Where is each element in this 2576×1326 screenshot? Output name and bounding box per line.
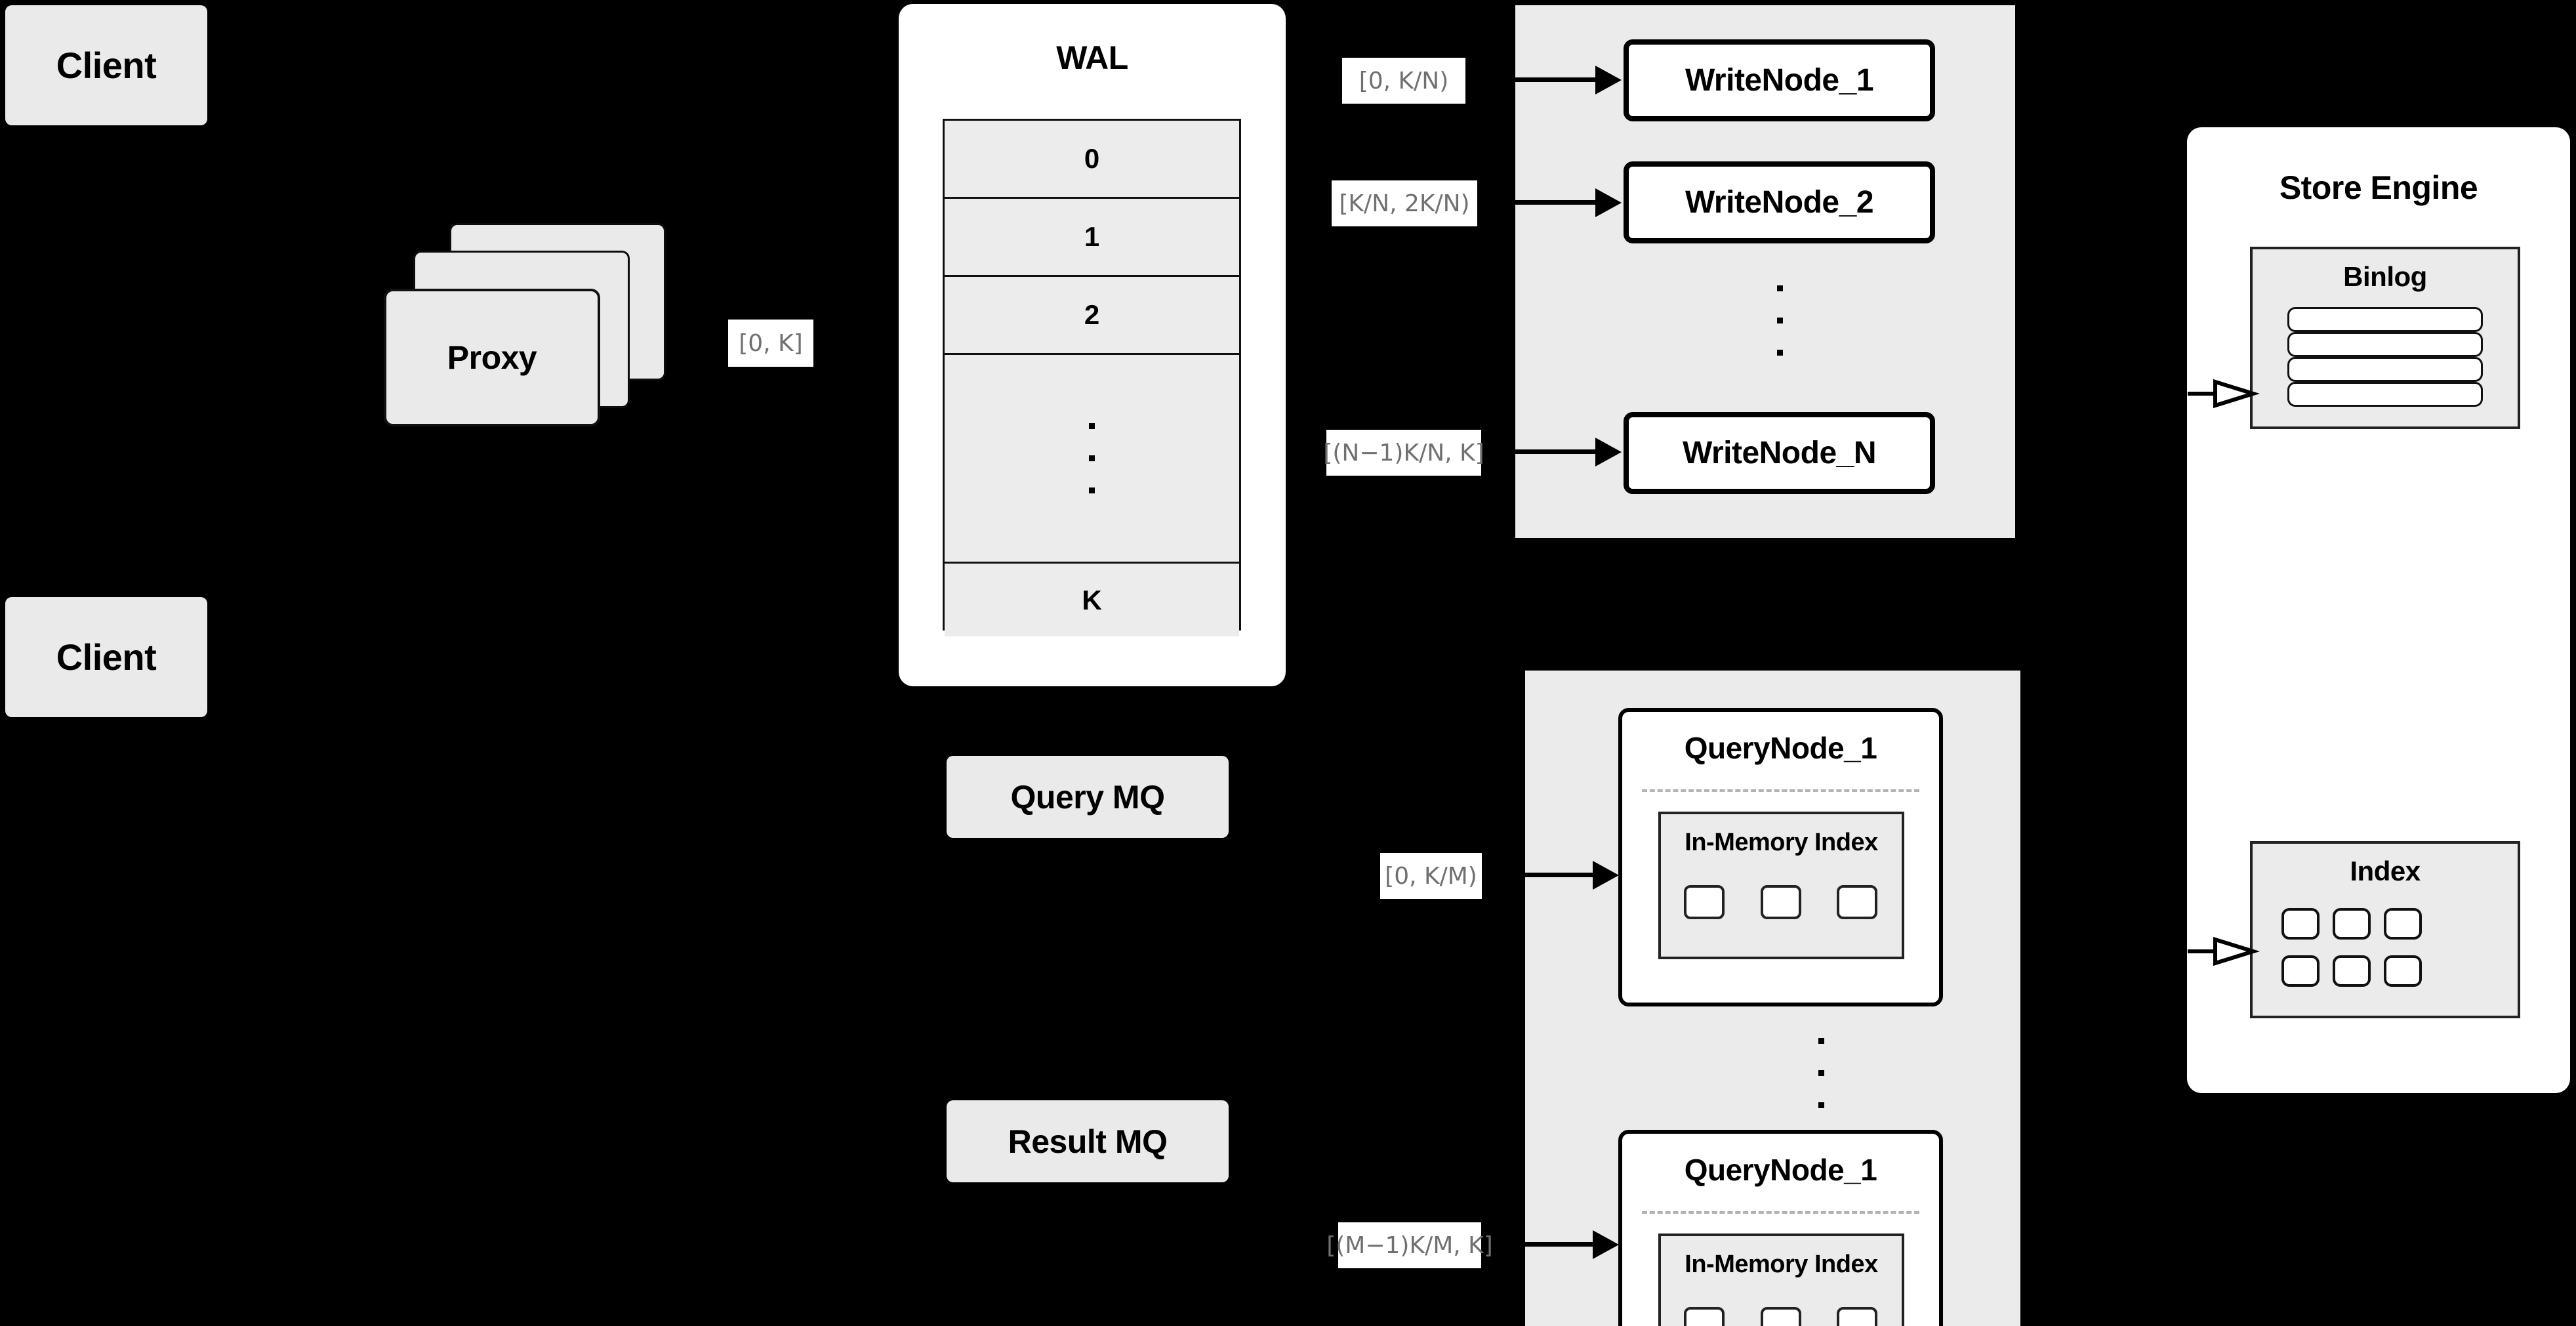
wal-row: K [945,564,1239,636]
in-memory-index-1: In-Memory Index [1658,812,1904,959]
arrow-line-query-m [1522,1242,1595,1247]
range-label-write-node-1: [0, K/N) [1342,58,1465,104]
index-title: Index [2350,856,2421,886]
proxy-label: Proxy [447,339,537,376]
in-memory-index-m: In-Memory Index [1658,1233,1904,1326]
wal-title: WAL [1056,39,1128,76]
query-node-divider [1642,789,1919,792]
index-cell [2384,908,2422,940]
binlog-row [2287,357,2483,382]
wal-row: 2 [945,277,1239,355]
query-node-label: QueryNode_1 [1684,731,1877,765]
result-mq-label: Result MQ [1008,1123,1168,1160]
arrow-line-write-n [1515,449,1597,454]
write-node-1[interactable]: WriteNode_1 [1624,39,1935,121]
binlog-row [2287,382,2483,407]
in-memory-index-label: In-Memory Index [1685,1251,1878,1278]
arrow-line-write-2 [1515,200,1597,205]
arrow-head-query-1 [1593,861,1619,890]
vertical-ellipsis-icon [945,355,1239,562]
query-node-1[interactable]: QueryNode_1 In-Memory Index [1618,708,1943,1006]
index-cell [1837,885,1877,919]
index-cell [1761,885,1801,919]
binlog-title: Binlog [2343,261,2427,292]
wal-row: 0 [945,121,1239,199]
range-label-query-node-1: [0, K/M) [1380,853,1482,899]
wal-row-ellipsis [945,355,1239,564]
client-label: Client [56,636,157,678]
write-node-2[interactable]: WriteNode_2 [1624,161,1935,243]
index-cell [2281,955,2320,987]
range-label-proxy-to-wal: [0, K] [728,320,813,367]
client-box-1[interactable]: Client [5,5,207,125]
query-node-divider [1642,1211,1919,1214]
arrow-into-index [2188,936,2260,966]
range-label-write-node-2: [K/N, 2K/N) [1332,180,1477,226]
index-box: Index [2250,841,2520,1018]
binlog-row [2287,332,2483,357]
index-cell [2281,908,2320,940]
wal-row: 1 [945,199,1239,277]
range-label-write-node-n: [(N−1)K/N, K] [1323,430,1484,476]
index-cell [1684,1307,1725,1326]
write-node-label: WriteNode_1 [1685,63,1874,98]
wal-panel: WAL 0 1 2 K [899,4,1286,686]
query-node-group: QueryNode_1 In-Memory Index QueryNode_1 … [1525,671,2020,1326]
store-engine-panel: Store Engine Binlog Index [2187,127,2570,1093]
result-mq-box[interactable]: Result MQ [947,1100,1229,1182]
binlog-row [2287,307,2483,332]
index-cell [1837,1307,1877,1326]
query-mq-box[interactable]: Query MQ [947,756,1229,838]
arrow-head-write-2 [1595,188,1622,217]
arrow-head-query-m [1593,1230,1619,1259]
query-mq-label: Query MQ [1010,778,1165,816]
index-cell [1684,885,1725,919]
arrow-into-binlog [2188,379,2260,409]
index-cell [1761,1307,1801,1326]
store-engine-title: Store Engine [2279,169,2478,206]
index-cell [2333,955,2371,987]
binlog-box: Binlog [2250,247,2520,429]
write-node-label: WriteNode_2 [1685,185,1874,220]
write-node-ellipsis-icon [1771,278,1788,363]
write-node-group: WriteNode_1 WriteNode_2 WriteNode_N [1515,5,2015,538]
query-node-m[interactable]: QueryNode_1 In-Memory Index [1618,1130,1943,1326]
index-cell [2333,908,2371,940]
range-label-query-node-m: [(M−1)K/M, K] [1326,1222,1493,1268]
client-box-2[interactable]: Client [5,597,207,717]
arrow-head-write-1 [1595,66,1622,94]
index-cell [2384,955,2422,987]
proxy-box[interactable]: Proxy [384,289,600,426]
write-node-label: WriteNode_N [1683,436,1877,470]
wal-table: 0 1 2 K [943,119,1241,636]
query-node-ellipsis-icon [1812,1030,1830,1115]
query-node-label: QueryNode_1 [1684,1153,1877,1187]
arrow-line-query-1 [1522,873,1595,877]
arrow-head-write-n [1595,438,1622,466]
client-label: Client [56,45,157,86]
arrow-line-write-1 [1515,77,1597,82]
in-memory-index-label: In-Memory Index [1685,829,1878,856]
write-node-n[interactable]: WriteNode_N [1624,412,1935,494]
